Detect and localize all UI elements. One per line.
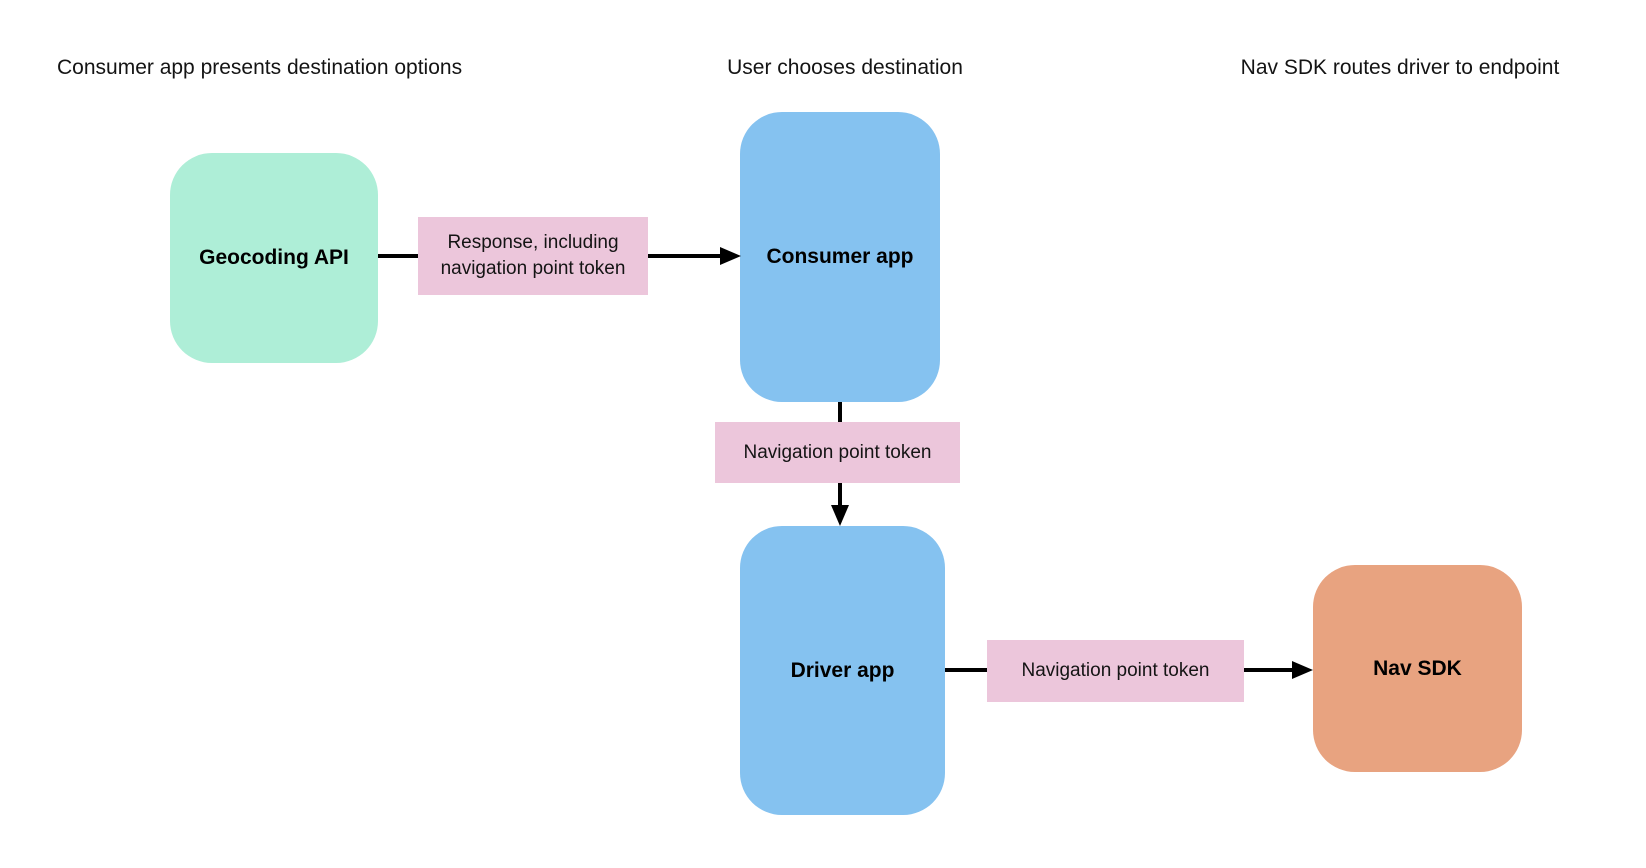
edge-label-navigation-point-token: Navigation point token <box>987 640 1244 702</box>
node-label: Consumer app <box>766 245 914 268</box>
node-consumer-app: Consumer app <box>740 112 940 402</box>
column-header-user-chooses: User chooses destination <box>727 56 963 79</box>
node-geocoding-api: Geocoding API <box>170 153 378 363</box>
arrowhead-down-icon <box>831 505 849 526</box>
column-header-consumer-presents: Consumer app presents destination option… <box>57 56 463 79</box>
node-driver-app: Driver app <box>740 526 945 815</box>
arrowhead-right-icon <box>720 247 741 265</box>
node-label: Nav SDK <box>1373 656 1462 680</box>
node-label: Driver app <box>790 658 895 682</box>
arrowhead-right-icon <box>1292 661 1313 679</box>
edge-label-response-including-token: Response, including navigation point tok… <box>418 217 648 295</box>
node-nav-sdk: Nav SDK <box>1313 565 1522 772</box>
edge-label-navigation-point-token: Navigation point token <box>715 422 960 483</box>
node-label: Geocoding API <box>199 246 349 269</box>
column-header-navsdk-routes: Nav SDK routes driver to endpoint <box>1240 56 1560 79</box>
